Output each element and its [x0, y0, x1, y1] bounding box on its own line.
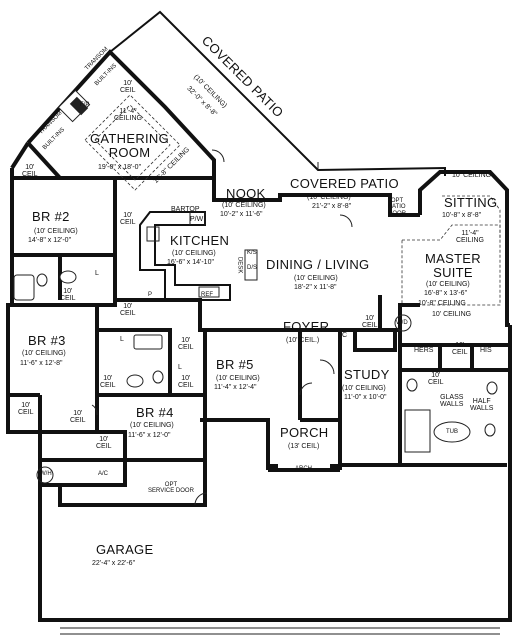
br4-size: 11'-6" x 12'-0"	[128, 432, 171, 439]
closet-label: C	[342, 332, 348, 339]
bartop-label: BARTOP	[171, 206, 200, 213]
ten-ceil-br2-corner: 10'CEIL	[22, 164, 38, 179]
kitchen-size: 16'-6" x 14'-10"	[167, 259, 214, 266]
ten-ceil-gathering-top: 10'CEIL	[120, 80, 136, 95]
master-suite-ceiling: (10' CEILING)	[426, 281, 470, 288]
br2-name: BR #2	[32, 209, 70, 224]
wd-label: W/D	[396, 320, 408, 326]
foyer-ceiling: (10' CEIL.)	[286, 337, 320, 344]
hers-label: HERS	[414, 347, 434, 354]
gathering-inner-ceiling: 11'-4"CEILING	[114, 108, 143, 123]
br3-ceiling: (10' CEILING)	[22, 350, 66, 357]
ten-ceil-hall: 10'CEIL	[120, 303, 136, 318]
pantry-wall-label: P/W	[190, 216, 204, 223]
nook-name: NOOK	[226, 186, 266, 201]
garage-size: 22'-4" x 22'-6"	[92, 560, 136, 567]
gathering-ceiling-outline	[84, 94, 181, 191]
fireplace-label: F/P	[80, 102, 90, 108]
ref-label: REF	[201, 292, 213, 298]
br3-name: BR #3	[28, 333, 66, 348]
master-suite-ceiling-low: 10'-8" CEILING	[418, 300, 466, 307]
sitting-inner-ceiling: 11'-4"CEILING	[456, 230, 485, 245]
his-label: HIS	[480, 347, 492, 354]
sitting-bay-walls	[418, 170, 510, 327]
master-suite-size: 16'-8" x 13'-6"	[424, 290, 468, 297]
porch-ceiling: (13' CEIL)	[288, 443, 320, 450]
garage-name: GARAGE	[96, 542, 154, 557]
kitchen-name: KITCHEN	[170, 233, 230, 248]
sitting-size: 10'-8" x 8'-8"	[442, 212, 482, 219]
covered-patio-right-name: COVERED PATIO	[290, 176, 399, 191]
ten-ceil-br4-closet: 10'CEIL	[70, 410, 86, 425]
ten-ceil-closet: 10'CEIL	[452, 342, 468, 357]
gathering-room-walls	[26, 49, 216, 180]
dining-living-size: 18'-2" x 11'-8"	[294, 284, 337, 291]
gathering-room-size: 19'-0" x 18'-0"	[98, 164, 142, 171]
ten-ceil-br3: 10'CEIL	[100, 375, 116, 390]
ten-ceil-hall-2: 10'CEIL	[96, 436, 112, 451]
ten-ceil-br2-right: 10'CEIL	[120, 212, 136, 227]
sitting-name: SITTING	[444, 195, 498, 210]
dining-living-ceiling: (10' CEILING)	[294, 275, 338, 282]
nook-size: 10'-2" x 11'-6"	[220, 211, 263, 218]
ten-ceil-br5-closet: 10'CEIL	[178, 375, 194, 390]
br5-ceiling: (10' CEILING)	[216, 375, 260, 382]
ds-label: D/S	[247, 265, 258, 271]
pantry-label: P	[148, 292, 153, 298]
exterior-walls-west	[6, 141, 512, 622]
covered-patio-right-size: 21'-2" x 8'-8"	[312, 203, 352, 210]
ac-label: A/C	[98, 471, 109, 477]
br5-size: 11'-4" x 12'-4"	[214, 384, 257, 391]
master-suite-ceiling-bottom: 10' CEILING	[432, 311, 472, 318]
ten-ceil-bath2: 10'CEIL	[178, 337, 194, 352]
dining-living-name: DINING / LIVING	[266, 257, 370, 272]
covered-patio-right-ceiling: (10' CEILING)	[307, 194, 351, 201]
garage-door-line	[60, 627, 500, 635]
ten-ceil-closet-br3: 10'CEIL	[18, 402, 34, 417]
ten-ceil-foyer: 10'CEIL	[362, 315, 378, 330]
porch-name: PORCH	[280, 425, 329, 440]
ks-label: K/S	[247, 250, 257, 256]
ten-ceil-master-bath: 10'CEIL	[428, 372, 444, 387]
ten-ceil-bath1: 10'CEIL	[60, 288, 76, 303]
br4-ceiling: (10' CEILING)	[130, 422, 174, 429]
study-name: STUDY	[344, 367, 390, 382]
foyer-name: FOYER	[283, 319, 330, 334]
porch-arch: ARCH	[295, 466, 313, 472]
br4-name: BR #4	[136, 405, 174, 420]
linen-label-1: L	[95, 270, 99, 277]
study-ceiling: (10' CEILING)	[342, 385, 386, 392]
sitting-ceiling-top: 10' CEILING	[452, 172, 492, 179]
br3-size: 11'-6" x 12'-8"	[20, 360, 63, 367]
br2-size: 14'-8" x 12'-0"	[28, 237, 72, 244]
br2-ceiling: (10' CEILING)	[34, 228, 78, 235]
study-size: 11'-0" x 10'-0"	[344, 394, 387, 401]
tub-label: TUB	[446, 429, 458, 435]
wh-label: W/H	[40, 471, 52, 477]
kitchen-ceiling: (10' CEILING)	[172, 250, 216, 257]
linen-label-3: L	[178, 364, 182, 371]
nook-ceiling: (10' CEILING)	[222, 202, 266, 209]
br5-name: BR #5	[216, 357, 254, 372]
desk-label: DESK	[236, 256, 243, 274]
linen-label-2: L	[120, 336, 124, 343]
